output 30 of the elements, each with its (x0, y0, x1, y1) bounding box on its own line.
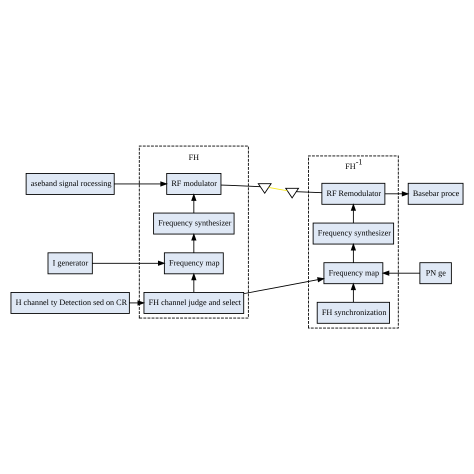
arrow (350, 282, 356, 303)
arrow (382, 270, 420, 276)
node-box: Frequency map (164, 252, 224, 274)
arrow (129, 300, 146, 306)
connector (268, 187, 288, 192)
arrow (191, 272, 196, 293)
node-box: Frequency synthesizer (312, 222, 394, 244)
arrow (350, 203, 356, 224)
node-antenna (257, 183, 272, 194)
node-box: Frequency synthesizer (153, 212, 235, 235)
node-box: Frequency map (323, 262, 384, 284)
node-box: aseband signal rocessing (26, 172, 115, 195)
arrow (243, 277, 326, 294)
node-box: FH synchronization (316, 302, 390, 324)
arrow (191, 232, 196, 254)
connector (220, 184, 261, 188)
arrow (191, 193, 196, 214)
node-antenna (284, 188, 300, 199)
node-box: FH channel judge and select (144, 292, 244, 314)
node-box: RF Remodulator (321, 182, 386, 205)
node-box: Basebar proce (408, 182, 464, 205)
node-box: H channel ty Detection sed on CR (10, 292, 130, 314)
arrow (384, 191, 410, 196)
node-box: PN ge (419, 262, 452, 284)
connector (296, 191, 322, 194)
node-box: RF modulator (166, 172, 222, 195)
arrow (92, 260, 166, 266)
arrow (350, 242, 356, 264)
arrow (114, 181, 168, 187)
node-box: I generator (48, 252, 93, 274)
